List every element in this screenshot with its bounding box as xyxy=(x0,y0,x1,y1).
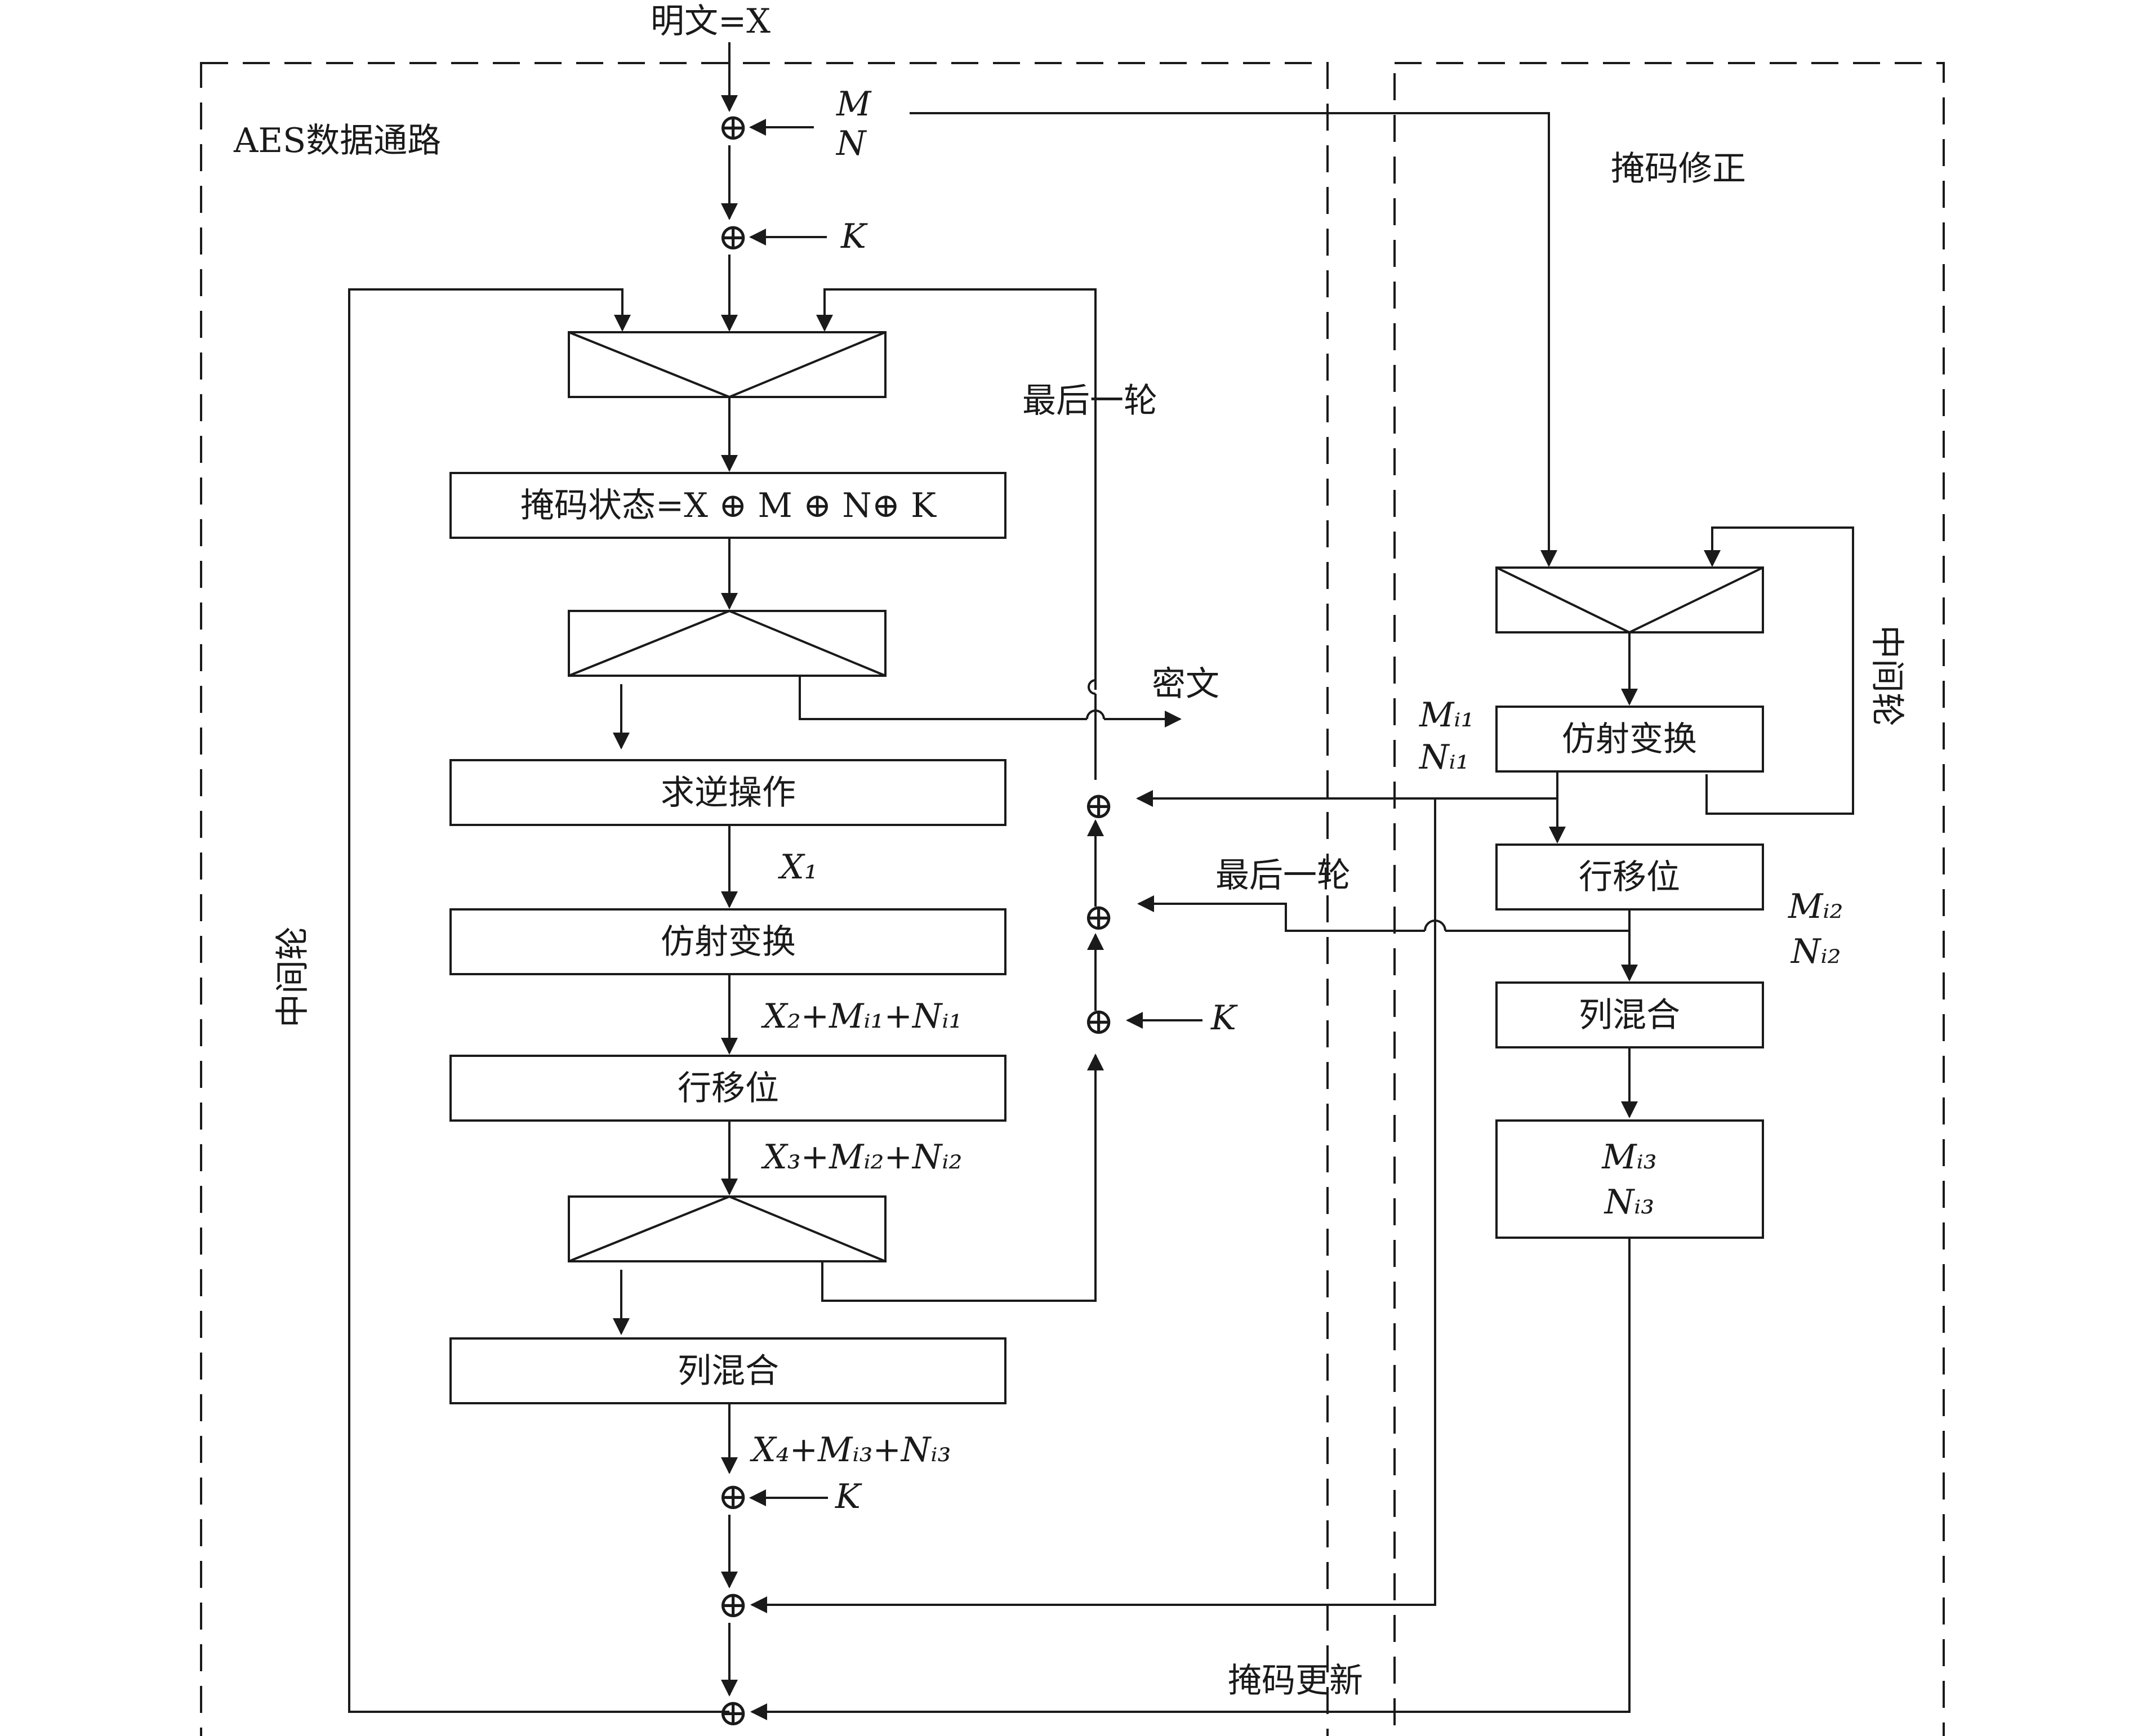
crossover-hop xyxy=(1088,679,1096,695)
round-select-demux-shape xyxy=(568,609,886,677)
x4-label: X₄+Mᵢ₃+Nᵢ₃ xyxy=(750,1430,951,1470)
mi3-ni3-box xyxy=(1495,1119,1764,1239)
xor-key-last: ⊕ xyxy=(1083,999,1114,1043)
mask-correction-region xyxy=(1393,62,1945,1736)
mi1-to-bottom-xor-wire xyxy=(750,798,1436,1613)
mask-correction-label: 掩码修正 xyxy=(1611,149,1746,189)
round-select-mux xyxy=(568,331,887,398)
x3-label: X₃+Mᵢ₂+Nᵢ₂ xyxy=(761,1137,963,1177)
ciphertext-wire xyxy=(799,676,1087,720)
aes-datapath-region xyxy=(200,62,1329,1736)
masked-state-box xyxy=(449,472,1006,539)
last-round-label-top: 最后一轮 xyxy=(1022,381,1157,421)
inverse-box xyxy=(449,759,1006,826)
round-select-demux-2-shape xyxy=(568,1195,886,1262)
affine-box-left xyxy=(449,908,1006,975)
mi2-hop xyxy=(1424,920,1446,931)
xor-mask-update-2: ⊕ xyxy=(718,1691,749,1734)
xor-mask-input: ⊕ xyxy=(718,105,749,149)
x2-label: X₂+Mᵢ₁+Nᵢ₁ xyxy=(761,997,963,1036)
masked-state-label: 掩码状态=X ⊕ M ⊕ N⊕ K xyxy=(520,486,937,525)
ciphertext-hop xyxy=(1086,709,1105,720)
mix-columns-box-right xyxy=(1495,981,1764,1048)
affine-box-right xyxy=(1495,706,1764,773)
last-round-loop-upper xyxy=(816,288,1097,690)
plaintext-label: 明文=X xyxy=(651,2,770,41)
mask-feed-wire xyxy=(910,112,1557,567)
mask-update-label: 掩码更新 xyxy=(1228,1661,1363,1701)
mask-n-label: N xyxy=(835,124,867,163)
middle-round-label-left: 中间轮 xyxy=(273,926,313,1028)
affine-label-left: 仿射变换 xyxy=(661,922,796,962)
mi2-label: Mᵢ₂ xyxy=(1788,887,1843,926)
xor-mask-fix-2: ⊕ xyxy=(1083,895,1114,939)
mask-m-label: M xyxy=(836,84,872,124)
round-select-demux xyxy=(568,610,887,677)
middle-round-label-right: 中间轮 xyxy=(1867,625,1907,726)
x1-label: X₁ xyxy=(778,847,818,887)
ni1-label: Nᵢ₁ xyxy=(1418,738,1469,777)
middle-round-loop-left xyxy=(348,288,729,1713)
last-round-label-mid: 最后一轮 xyxy=(1215,856,1351,895)
mi1-label: Mᵢ₁ xyxy=(1419,695,1475,735)
affine-label-right: 仿射变换 xyxy=(1562,720,1697,759)
aes-datapath-label: AES数据通路 xyxy=(233,121,441,160)
shift-rows-box-left xyxy=(449,1055,1006,1122)
mi3-to-bottom-xor-wire xyxy=(750,1238,1631,1720)
key-k4-label: K xyxy=(835,1477,862,1516)
mi3-label: Mᵢ₃ xyxy=(1601,1137,1657,1177)
shift-rows-label-right: 行移位 xyxy=(1579,858,1680,897)
shift-rows-box-right xyxy=(1495,844,1764,911)
round-select-demux-2 xyxy=(568,1195,887,1262)
xor-mask-fix-1: ⊕ xyxy=(1083,784,1114,827)
right-select-mux xyxy=(1495,566,1764,633)
shift-rows-label-left: 行移位 xyxy=(678,1069,779,1108)
mi2-tap-wire-b xyxy=(1137,895,1425,932)
mix-columns-box-left xyxy=(449,1337,1006,1404)
mix-columns-label-right: 列混合 xyxy=(1579,996,1680,1035)
ciphertext-label: 密文 xyxy=(1152,664,1219,704)
ni3-label: Nᵢ₃ xyxy=(1604,1182,1655,1222)
middle-round-loop-right xyxy=(1704,526,1854,815)
xor-round-key: ⊕ xyxy=(718,1475,749,1518)
last-round-bypass xyxy=(821,1054,1104,1302)
mix-columns-label-left: 列混合 xyxy=(678,1351,779,1391)
key-k3-label: K xyxy=(1210,998,1238,1038)
xor-key-input: ⊕ xyxy=(718,215,749,258)
ni2-label: Nᵢ₂ xyxy=(1790,932,1841,971)
key-k1-label: K xyxy=(840,217,868,256)
xor-mask-update-1: ⊕ xyxy=(718,1583,749,1626)
inverse-label: 求逆操作 xyxy=(661,773,796,813)
